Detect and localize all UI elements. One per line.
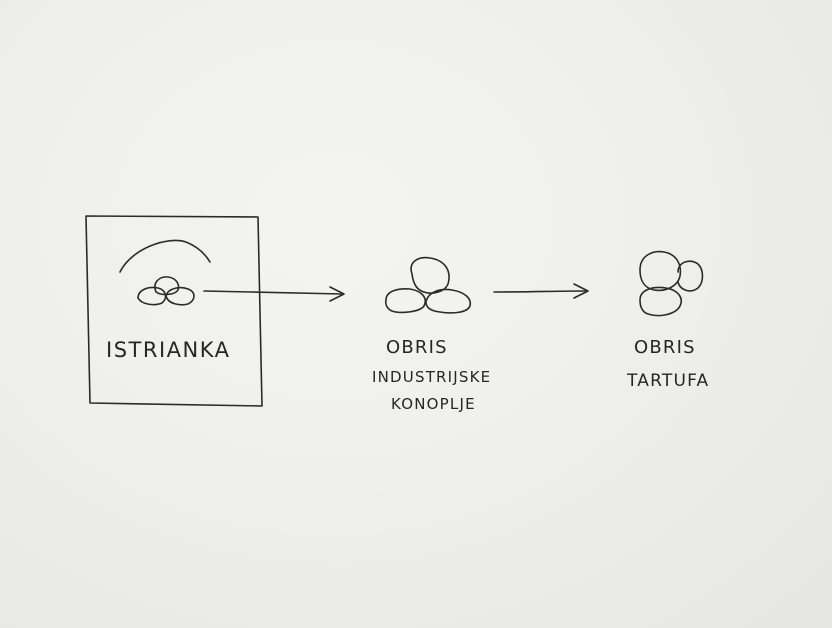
istrianka-node	[85, 215, 263, 407]
istrianka-frame	[85, 215, 263, 407]
hemp-label-line-2: INDUSTRIJSKE	[372, 368, 492, 386]
truffle-label-line-2: TARTUFA	[627, 371, 710, 391]
arrow-1-icon	[203, 286, 345, 302]
truffle-outline-icon	[639, 250, 704, 317]
hemp-label-line-3: KONOPLJE	[391, 395, 476, 413]
arc-icon	[119, 239, 211, 273]
hemp-outline-icon	[384, 256, 472, 314]
truffle-label-line-1: OBRIS	[634, 337, 696, 358]
hemp-label-line-1: OBRIS	[386, 337, 448, 358]
istrianka-label: ISTRIANKA	[106, 338, 231, 362]
arrow-2-icon	[493, 283, 589, 299]
stones-icon	[137, 276, 195, 306]
